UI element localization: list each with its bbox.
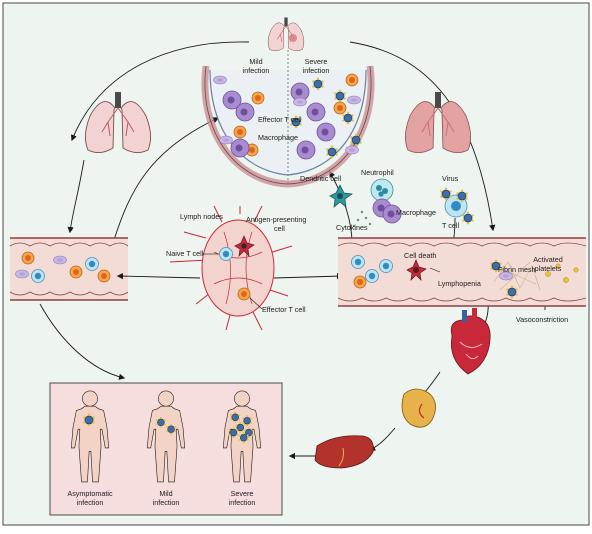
lymph-nodes-label: Lymph nodes: [180, 212, 223, 221]
cell-death-label: Cell death: [404, 251, 436, 260]
neutrophil-label: Neutrophil: [361, 168, 394, 177]
naive-t-cell-label: Naive T cell: [166, 249, 204, 258]
right-lung-severe-icon: [404, 91, 472, 154]
lymph-node: [169, 205, 293, 331]
vasoconstriction-label: Vasoconstriction: [516, 315, 568, 324]
platelets-icon: [545, 263, 579, 283]
arrow-vessel-to-alveolus: [113, 117, 220, 241]
dying-cell-icon: [406, 259, 427, 281]
fibrin-mesh-icon: [493, 261, 541, 291]
lymphopenia-label: Lymphopenia: [438, 279, 481, 288]
right-blood-vessel: [337, 237, 587, 307]
lymph-effector-t-label: Effector T cell: [262, 305, 306, 314]
alveolus-macrophage-label: Macrophage: [258, 133, 298, 142]
arrow-lymph-to-left-vessel: [116, 272, 201, 280]
antigen-presenting-cell-icon: [234, 235, 255, 257]
left-blood-vessel: [9, 237, 129, 301]
macrophage-label: Macrophage: [396, 208, 436, 217]
t-cell-label: T cell: [442, 221, 459, 230]
heart-icon: [450, 308, 491, 375]
immune-cells: [329, 178, 475, 228]
neutrophil-icon: [370, 178, 394, 202]
fibrin-mesh-label: Fibrin mesh: [498, 265, 536, 274]
arrow-lung-to-vessel: [67, 159, 85, 234]
arrow-vessel-to-outcomes: [39, 303, 126, 380]
arrow-top-left: [70, 41, 250, 142]
liver-icon: [314, 435, 374, 469]
alveolus-effector-t-label: Effector T cell: [258, 115, 302, 124]
dendritic-cell-label: Dendritic cell: [300, 174, 342, 183]
arrow-lymph-to-right-vessel: [273, 272, 344, 280]
cytokines-label: Cytokines: [336, 223, 368, 232]
dendritic-cell-icon: [329, 184, 353, 208]
alveolus: [201, 50, 375, 188]
arrow-top-right: [349, 41, 496, 232]
virus-label: Virus: [442, 174, 459, 183]
kidney-icon: [401, 388, 436, 428]
